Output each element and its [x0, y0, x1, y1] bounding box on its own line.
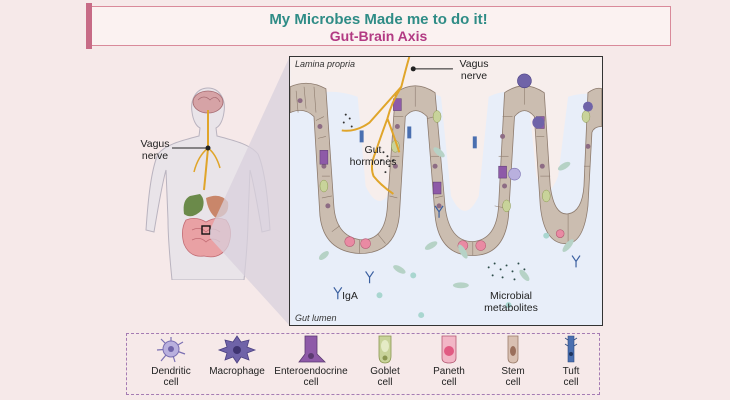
panel-vagus-line1: Vagus — [459, 58, 489, 70]
legend-label-line1: Stem — [501, 366, 525, 377]
iga-label: IgA — [342, 290, 358, 302]
gut-lumen-label: Gut lumen — [295, 313, 337, 323]
panel-vagus-label: Vagus nerve — [452, 58, 496, 82]
legend-label-line1: Tuft — [562, 366, 580, 377]
microbial-line2: metabolites — [484, 302, 538, 314]
paneth-cell-icon — [441, 335, 457, 364]
enteroendocrine-cell-icon — [298, 335, 326, 363]
immune-cells — [508, 73, 593, 181]
gut-hormones-line2: hormones — [349, 156, 397, 168]
microbial-metabolites-label: Microbial metabolites — [478, 290, 544, 314]
gut-hormones-label: Gut hormones — [346, 144, 400, 168]
tuft-cell-icon — [564, 335, 578, 363]
iga-antibody — [333, 205, 581, 300]
legend-label-line1: Paneth — [433, 366, 465, 377]
legend-item-macrophage: Macrophage — [197, 334, 277, 377]
legend-label-line2: cell — [441, 377, 457, 388]
legend-label-line2: cell — [377, 377, 393, 388]
body-vagus-label: Vagus nerve — [132, 138, 178, 162]
tuft-cells — [359, 126, 477, 149]
legend-label-line2: cell — [505, 377, 521, 388]
legend-label-line1: Dendritic — [151, 366, 191, 377]
stem-cell-icon — [507, 335, 519, 364]
epithelium-layer — [290, 82, 602, 256]
intestinal-panel — [289, 56, 603, 326]
goblet-cell-icon — [378, 335, 392, 364]
microbes — [318, 147, 574, 319]
legend-label-line2: cell — [303, 377, 319, 388]
panel-vagus-line2: nerve — [460, 70, 488, 82]
macrophage-icon — [217, 335, 257, 364]
legend-label-line1: Macrophage — [209, 366, 265, 377]
gut-hormones-line1: Gut — [364, 144, 382, 156]
liver-icon — [183, 194, 204, 217]
dendritic-cell-icon — [156, 337, 186, 363]
microbial-line1: Microbial — [489, 290, 532, 302]
title-accent-bar — [86, 3, 92, 49]
zoom-projection — [210, 56, 290, 326]
panel-vagus-nerve — [341, 57, 411, 195]
legend-label-line2: cell — [163, 377, 179, 388]
legend-label-line1: Goblet — [370, 366, 400, 377]
body-vagus-line1: Vagus — [140, 138, 170, 150]
legend-label-line2: cell — [563, 377, 579, 388]
title-box: My Microbes Made me to do it! Gut-Brain … — [86, 6, 671, 46]
paneth-cells — [344, 229, 565, 251]
title-sub: Gut-Brain Axis — [329, 28, 428, 44]
legend-label-line1: Enteroendocrine — [274, 366, 348, 377]
lamina-propria-label: Lamina propria — [295, 59, 356, 69]
title-main: My Microbes Made me to do it! — [269, 11, 488, 28]
body-vagus-line2: nerve — [141, 150, 169, 162]
